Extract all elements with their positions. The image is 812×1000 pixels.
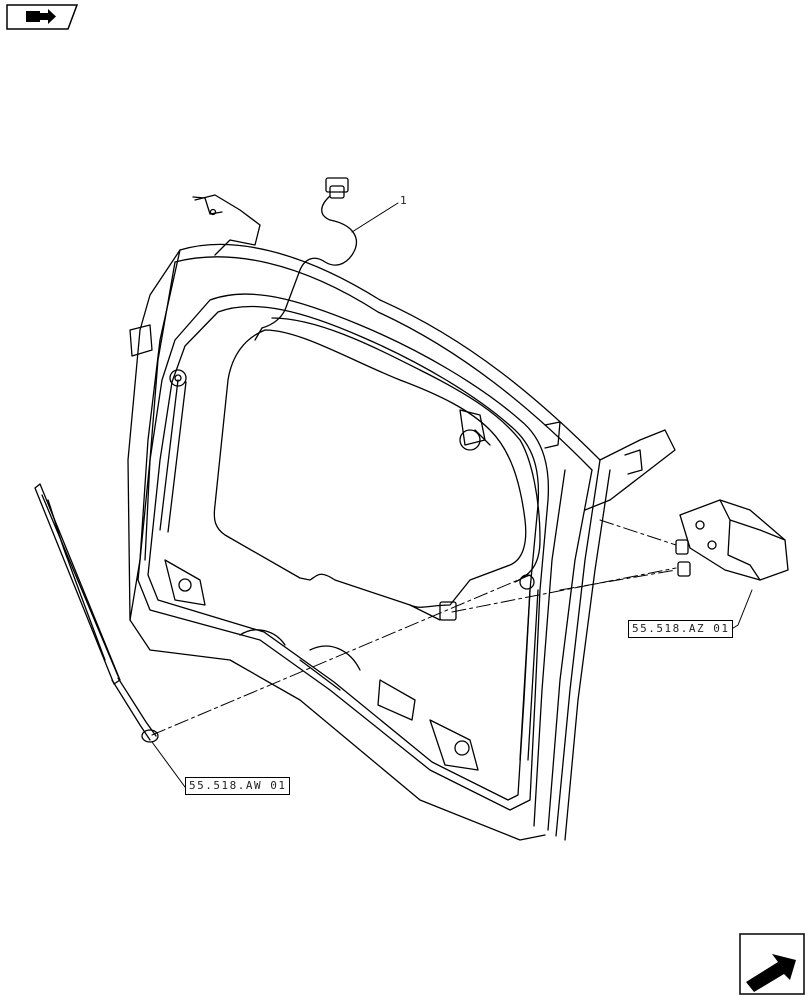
next-page-button[interactable] (738, 932, 806, 996)
latch-hardware (164, 559, 479, 771)
wiring-harness (254, 177, 491, 621)
window-seal (137, 293, 550, 811)
reference-wiper-arm[interactable]: 55.518.AW 01 (185, 777, 291, 795)
item-number-label: 1 (400, 194, 407, 207)
wiper-motor (675, 499, 789, 581)
gas-struts (159, 369, 539, 761)
back-to-index-button[interactable] (6, 4, 79, 30)
cab-frame (127, 194, 676, 841)
phantom-lines (151, 519, 677, 736)
leader-lines (151, 202, 753, 788)
wiper-arm-assembly (34, 483, 159, 743)
folder-back-icon (6, 4, 79, 30)
reference-wiper-motor[interactable]: 55.518.AZ 01 (628, 620, 734, 638)
rear-glass (213, 317, 541, 608)
next-page-arrow-icon (739, 933, 805, 995)
